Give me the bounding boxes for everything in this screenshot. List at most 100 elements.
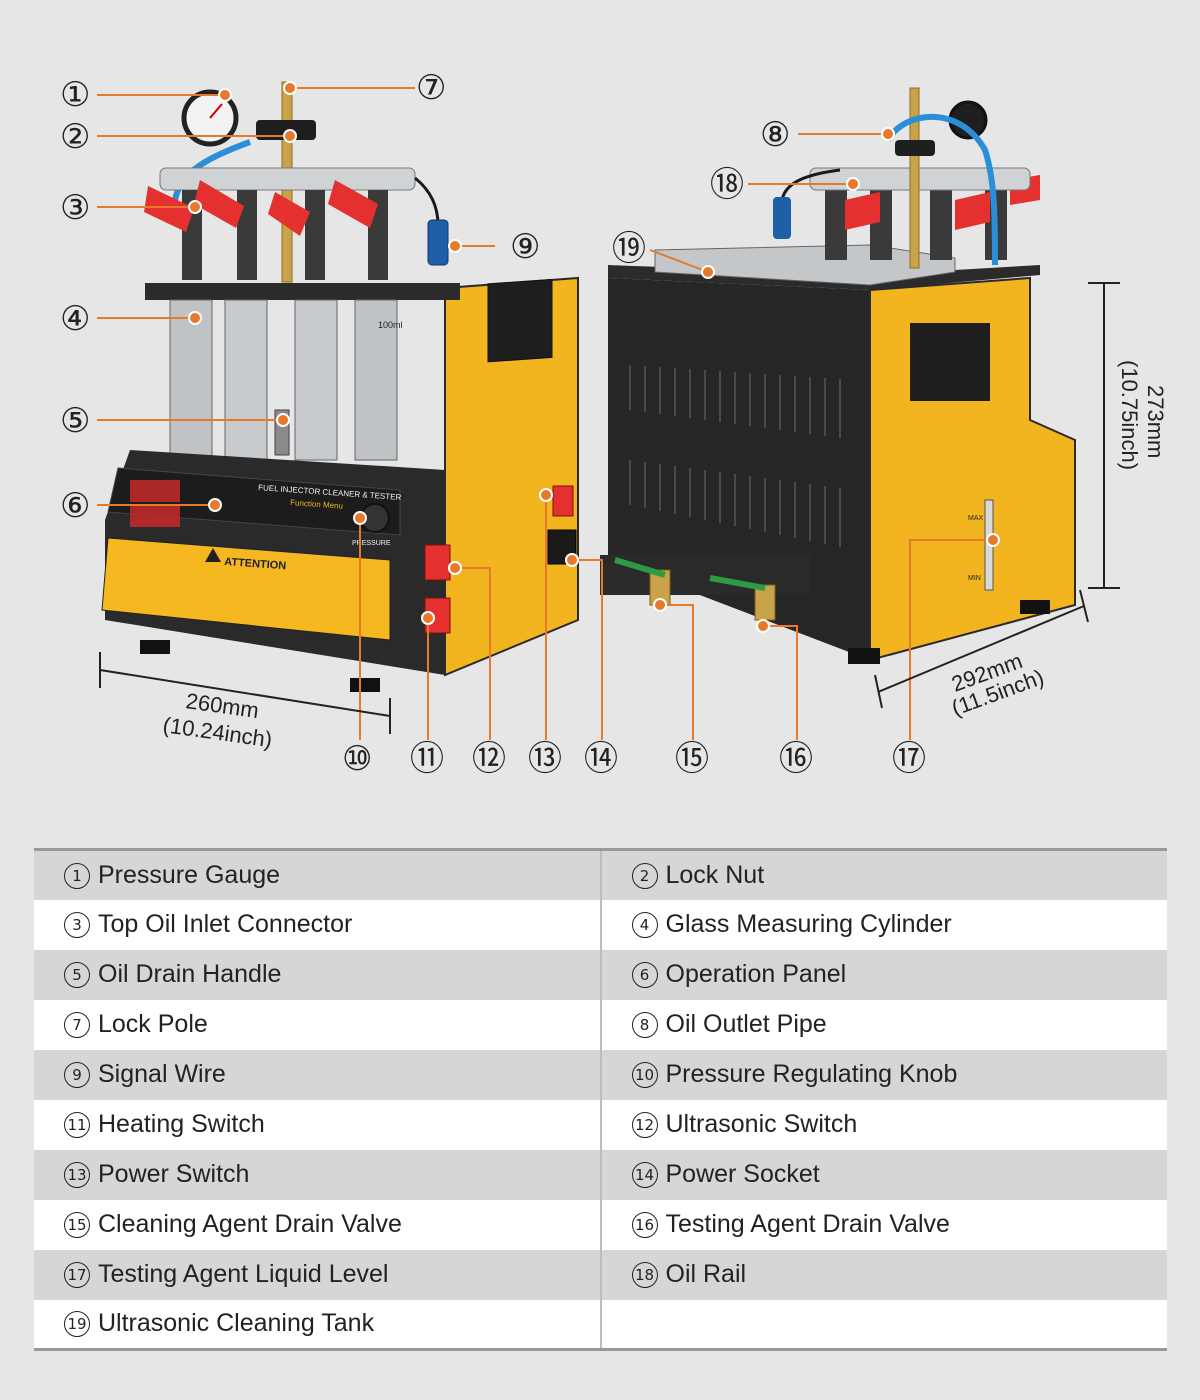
pressure-gauge-needle (209, 103, 223, 119)
dimension-height: 273mm (10.75inch) (1088, 282, 1168, 589)
part-cell-left: 13 Power Switch (34, 1149, 602, 1200)
part-label: Ultrasonic Cleaning Tank (98, 1309, 375, 1338)
part-cell-right: 18 Oil Rail (600, 1249, 1167, 1300)
top-oil-inlet-connector (144, 186, 194, 232)
part-label: Oil Drain Handle (98, 960, 282, 988)
front-unit-top-tray (145, 283, 460, 300)
part-number-badge: 8 (631, 1012, 658, 1038)
part-label: Testing Agent Liquid Level (98, 1260, 389, 1288)
back-unit: MAX MIN (547, 87, 1076, 664)
callout-lines (97, 87, 993, 740)
part-label: Cleaning Agent Drain Valve (98, 1210, 402, 1238)
part-cell-left: 19 Ultrasonic Cleaning Tank (34, 1299, 602, 1350)
part-number-badge: 4 (631, 912, 658, 938)
product-diagram: 100ml FUEL INJECTO (60, 68, 1168, 779)
glass-cylinder (294, 299, 338, 461)
part-number-badge: 18 (631, 1262, 658, 1288)
part-number-badge: 7 (64, 1012, 90, 1038)
part-label: Operation Panel (665, 960, 847, 988)
callout-19: ⑲ (612, 229, 646, 269)
callout-11: ⑪ (410, 739, 444, 779)
attention-warning-icon (205, 548, 221, 562)
part-label: Pressure Gauge (98, 860, 281, 889)
callout-16: ⑯ (779, 739, 813, 779)
injector (825, 190, 847, 260)
parts-table-row: 19 Ultrasonic Cleaning Tank (34, 1299, 1167, 1350)
part-label: Lock Nut (665, 860, 765, 889)
callout-3: ③ (60, 188, 90, 228)
parts-table-row: 17 Testing Agent Liquid Level 18 Oil Rail (34, 1249, 1167, 1300)
panel-function-menu: Function Menu (290, 498, 343, 511)
liquid-level-max-label: MAX (968, 515, 984, 522)
part-number-badge: 17 (64, 1262, 90, 1288)
oil-outlet-pipe (885, 113, 998, 266)
attention-sticker (101, 537, 391, 641)
part-label: Power Switch (98, 1160, 250, 1188)
part-label: Oil Rail (665, 1260, 747, 1288)
part-number-badge: 19 (64, 1311, 90, 1338)
callout-5: ⑤ (60, 401, 90, 441)
callout-1: ① (60, 75, 90, 115)
part-number-badge: 5 (64, 962, 90, 988)
callout-13: ⑬ (528, 739, 562, 779)
attention-title: ATTENTION (224, 556, 287, 572)
callout-dots (188, 81, 1000, 633)
cylinder-label: 100ml (378, 320, 403, 330)
foot (350, 678, 380, 692)
callout-6: ⑥ (60, 486, 90, 526)
part-number-badge: 9 (64, 1062, 90, 1088)
testing-agent-drain-valve[interactable] (754, 584, 776, 621)
injector-clip (268, 192, 310, 236)
parts-table-row: 5 Oil Drain Handle 6 Operation Panel (34, 949, 1167, 1000)
callout-8: ⑧ (760, 115, 790, 155)
part-number-badge: 16 (631, 1212, 658, 1238)
callout-18: ⑱ (710, 165, 744, 205)
part-label: Lock Pole (98, 1010, 208, 1038)
callout-numbers: ① ② ③ ④ ⑤ ⑥ ⑦ ⑨ ⑩ ⑪ ⑫ ⑬ ⑭ ⑮ ⑯ ⑰ ⑧ ⑱ ⑲ (60, 68, 926, 779)
signal-wire-connector (427, 219, 449, 266)
injector-clip (194, 180, 244, 228)
signal-wire-front (414, 176, 440, 226)
callout-2: ② (60, 117, 90, 157)
front-unit: 100ml FUEL INJECTO (101, 81, 579, 692)
callout-12: ⑫ (472, 739, 506, 779)
injector-clip (845, 192, 880, 230)
part-label: Signal Wire (98, 1060, 226, 1088)
injector (237, 190, 257, 280)
part-label: Testing Agent Drain Valve (665, 1210, 950, 1238)
ultrasonic-switch[interactable] (424, 544, 451, 581)
part-number-badge: 6 (631, 962, 658, 988)
dimension-width: 260mm (10.24inch) (99, 652, 391, 752)
foot (140, 640, 170, 654)
callout-17: ⑰ (892, 739, 926, 779)
dimension-height-mm: 273mm (1143, 385, 1168, 458)
part-label: Oil Outlet Pipe (665, 1010, 827, 1038)
oil-rail-front (159, 167, 416, 191)
callout-10: ⑩ (342, 739, 372, 779)
foot (848, 648, 880, 664)
power-switch[interactable] (552, 485, 574, 517)
part-label: Heating Switch (98, 1110, 265, 1138)
lock-pole-back (909, 87, 920, 269)
liquid-level-min-label: MIN (968, 575, 981, 582)
part-cell-right: 16 Testing Agent Drain Valve (600, 1199, 1167, 1250)
oil-rail-back (809, 167, 1031, 191)
part-number-badge: 13 (64, 1162, 90, 1188)
part-cell-left: 5 Oil Drain Handle (34, 949, 602, 1000)
operation-panel (107, 467, 401, 536)
testing-valve-lever (709, 575, 766, 591)
injector (305, 190, 325, 280)
part-number-badge: 14 (631, 1162, 658, 1188)
